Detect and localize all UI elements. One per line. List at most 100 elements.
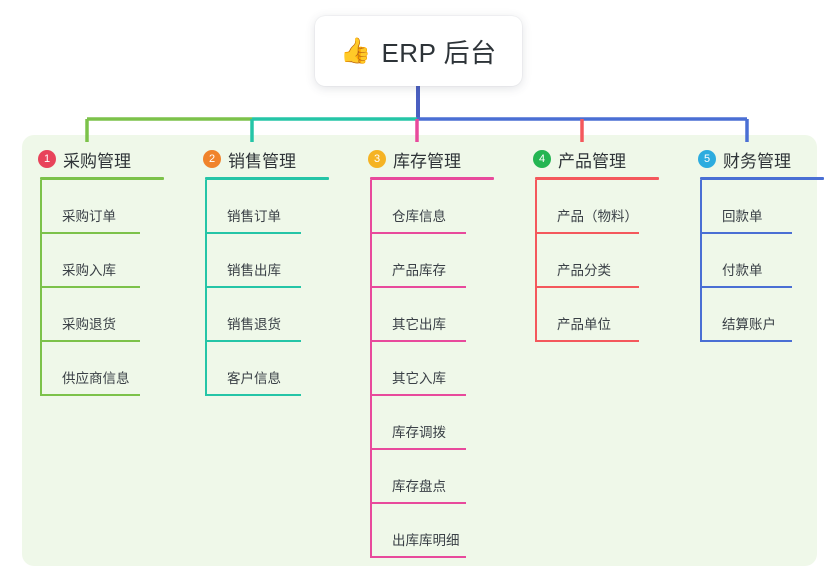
column-index-badge: 5: [698, 150, 716, 168]
items-spine: [205, 180, 207, 396]
list-item-label: 销售出库: [227, 263, 281, 278]
list-item[interactable]: 结算账户: [682, 288, 839, 342]
list-item[interactable]: 回款单: [682, 180, 839, 234]
thumbs-up-icon: 👍: [340, 36, 372, 65]
root-node[interactable]: 👍 ERP 后台: [315, 16, 522, 86]
items-spine: [40, 180, 42, 396]
list-item-underline: [205, 232, 301, 234]
list-item[interactable]: 客户信息: [187, 342, 347, 396]
column-title: 销售管理: [228, 151, 296, 171]
items-spine: [700, 180, 702, 342]
list-item-label: 出库库明细: [392, 533, 460, 548]
list-item-underline: [535, 232, 639, 234]
list-item[interactable]: 产品单位: [517, 288, 677, 342]
list-item-underline: [40, 286, 140, 288]
column-title: 库存管理: [393, 151, 461, 171]
list-item-label: 采购订单: [62, 209, 116, 224]
column-销售管理: 2 销售管理销售订单销售出库销售退货客户信息: [187, 146, 347, 396]
list-item[interactable]: 产品（物料）: [517, 180, 677, 234]
column-items: 回款单付款单结算账户: [682, 180, 839, 342]
column-采购管理: 1 采购管理采购订单采购入库采购退货供应商信息: [22, 146, 182, 396]
list-item-underline: [40, 394, 140, 396]
list-item-underline: [205, 394, 301, 396]
diagram-panel: [22, 135, 817, 566]
root-title: ERP 后台: [381, 37, 497, 68]
list-item[interactable]: 仓库信息: [352, 180, 512, 234]
list-item[interactable]: 销售出库: [187, 234, 347, 288]
list-item[interactable]: 销售订单: [187, 180, 347, 234]
list-item[interactable]: 出库库明细: [352, 504, 512, 558]
column-items: 产品（物料） 产品分类产品单位: [517, 180, 677, 342]
list-item-underline: [370, 232, 466, 234]
list-item[interactable]: 销售退货: [187, 288, 347, 342]
list-item[interactable]: 库存盘点: [352, 450, 512, 504]
column-header[interactable]: 2 销售管理: [187, 146, 347, 172]
column-库存管理: 3 库存管理仓库信息产品库存其它出库其它入库库存调拨库存盘点出库库明细: [352, 146, 512, 558]
list-item-label: 产品分类: [557, 263, 611, 278]
list-item[interactable]: 其它入库: [352, 342, 512, 396]
column-items: 销售订单销售出库销售退货客户信息: [187, 180, 347, 396]
list-item-label: 销售退货: [227, 317, 281, 332]
list-item[interactable]: 库存调拨: [352, 396, 512, 450]
column-underline: [535, 177, 659, 180]
column-index-badge: 3: [368, 150, 386, 168]
list-item-underline: [370, 394, 466, 396]
column-产品管理: 4 产品管理产品（物料） 产品分类产品单位: [517, 146, 677, 342]
column-index-badge: 2: [203, 150, 221, 168]
column-title: 财务管理: [723, 151, 791, 171]
column-underline: [370, 177, 494, 180]
list-item-label: 供应商信息: [62, 371, 130, 386]
list-item-underline: [370, 286, 466, 288]
list-item[interactable]: 供应商信息: [22, 342, 182, 396]
items-spine: [535, 180, 537, 342]
list-item-label: 库存盘点: [392, 479, 446, 494]
list-item-label: 采购入库: [62, 263, 116, 278]
list-item-label: 付款单: [722, 263, 763, 278]
column-index-badge: 4: [533, 150, 551, 168]
column-title: 采购管理: [63, 151, 131, 171]
list-item[interactable]: 产品分类: [517, 234, 677, 288]
list-item-underline: [535, 286, 639, 288]
list-item[interactable]: 其它出库: [352, 288, 512, 342]
column-header[interactable]: 4 产品管理: [517, 146, 677, 172]
list-item[interactable]: 付款单: [682, 234, 839, 288]
list-item-underline: [205, 340, 301, 342]
list-item-underline: [205, 286, 301, 288]
list-item-underline: [370, 502, 466, 504]
list-item[interactable]: 采购订单: [22, 180, 182, 234]
list-item-underline: [40, 232, 140, 234]
list-item-label: 产品（物料）: [557, 209, 638, 224]
list-item[interactable]: 采购入库: [22, 234, 182, 288]
list-item-label: 仓库信息: [392, 209, 446, 224]
column-underline: [700, 177, 824, 180]
list-item-label: 库存调拨: [392, 425, 446, 440]
column-header[interactable]: 5 财务管理: [682, 146, 839, 172]
list-item-underline: [535, 340, 639, 342]
column-header[interactable]: 1 采购管理: [22, 146, 182, 172]
items-spine: [370, 180, 372, 558]
column-items: 采购订单采购入库采购退货供应商信息: [22, 180, 182, 396]
list-item-label: 其它入库: [392, 371, 446, 386]
list-item-underline: [370, 556, 466, 558]
list-item-underline: [40, 340, 140, 342]
list-item-label: 产品库存: [392, 263, 446, 278]
column-index-badge: 1: [38, 150, 56, 168]
list-item[interactable]: 采购退货: [22, 288, 182, 342]
list-item-underline: [700, 286, 792, 288]
column-underline: [40, 177, 164, 180]
list-item-underline: [700, 340, 792, 342]
list-item-label: 回款单: [722, 209, 763, 224]
column-财务管理: 5 财务管理回款单付款单结算账户: [682, 146, 839, 342]
column-underline: [205, 177, 329, 180]
list-item[interactable]: 产品库存: [352, 234, 512, 288]
column-title: 产品管理: [558, 151, 626, 171]
list-item-label: 其它出库: [392, 317, 446, 332]
list-item-label: 采购退货: [62, 317, 116, 332]
list-item-underline: [700, 232, 792, 234]
list-item-underline: [370, 340, 466, 342]
list-item-underline: [370, 448, 466, 450]
list-item-label: 销售订单: [227, 209, 281, 224]
column-header[interactable]: 3 库存管理: [352, 146, 512, 172]
list-item-label: 结算账户: [722, 317, 776, 332]
